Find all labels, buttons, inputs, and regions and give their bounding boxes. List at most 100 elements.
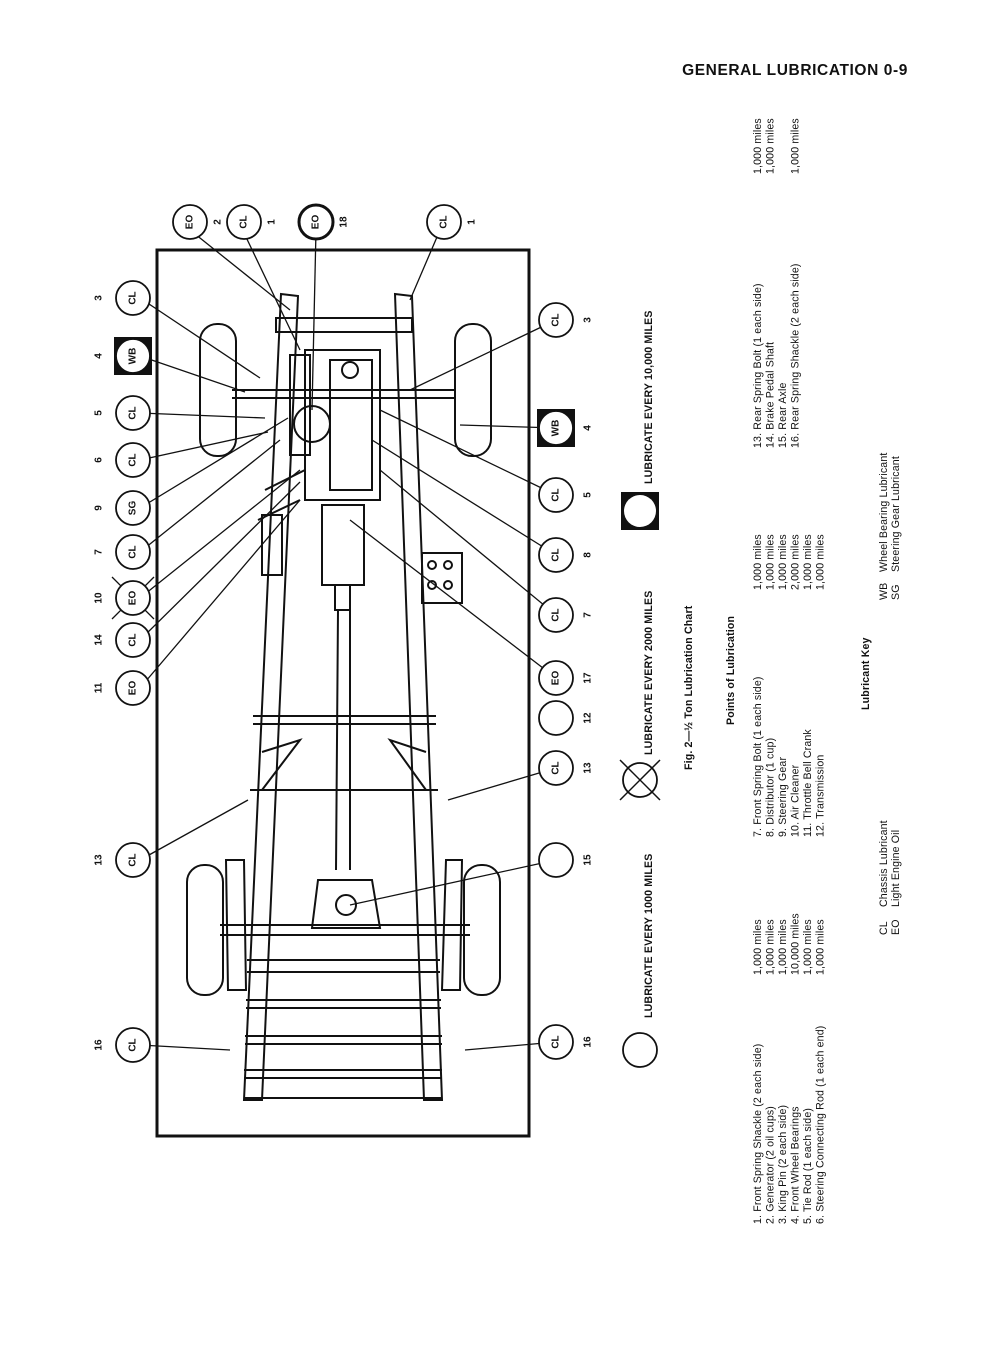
legend-10000-symbol (621, 492, 659, 530)
callout-number: 17 (583, 672, 594, 684)
diagram-frame (155, 248, 531, 1138)
callout-code: CL (128, 291, 139, 304)
point-miles: 1,000 miles (814, 919, 827, 975)
callout-number: 1 (267, 219, 278, 225)
callout-2-eo: EO 2 (172, 204, 224, 240)
point-miles: 1,000 miles (764, 534, 777, 590)
callout-code: EO (551, 671, 562, 686)
page-header: GENERAL LUBRICATION 0-9 (682, 62, 908, 79)
callout-number: 15 (583, 854, 594, 866)
callout-number: 6 (94, 457, 105, 463)
callout-4-wb: WB 4 (537, 409, 594, 447)
callout-code: CL (128, 633, 139, 646)
callout-code: CL (128, 545, 139, 558)
legend-10000-label: LUBRICATE EVERY 10,000 MILES (643, 310, 655, 484)
callout-code: SG (128, 501, 139, 516)
callout-number: 14 (94, 634, 105, 646)
point-label: 9. Steering Gear (777, 756, 789, 837)
callout-14-cl: CL 14 (94, 622, 151, 658)
callout-code: CL (128, 406, 139, 419)
point-miles: 1,000 miles (777, 534, 789, 590)
callout-code: CL (551, 313, 562, 326)
point-miles: 10,000 miles (789, 913, 802, 975)
point-label: 11. Throttle Bell Crank (802, 729, 814, 837)
callout-16-cl: CL 16 (94, 1027, 151, 1063)
point-miles: 1,000 miles (752, 919, 764, 975)
callout-16-cl: CL 16 (538, 1024, 594, 1060)
key-code: CL (878, 921, 890, 935)
callout-number: 7 (583, 612, 594, 618)
key-code: WB (878, 582, 890, 600)
callout-group: CL3WB4CL5CL6SG9CL7EO10CL14EO11CL13CL16EO… (94, 203, 594, 1063)
legend-2000-symbol (619, 759, 661, 801)
callout-code: CL (239, 215, 250, 228)
callout-6-cl: CL6 (94, 442, 151, 478)
callout-number: 11 (94, 682, 105, 693)
callout-code: CL (128, 1038, 139, 1051)
callout-17-eo: EO 17 (538, 660, 594, 696)
legend-1000-label: LUBRICATE EVERY 1000 MILES (643, 853, 655, 1018)
key-code: EO (890, 919, 902, 935)
callout-number: 4 (583, 425, 594, 431)
callout-code: CL (551, 608, 562, 621)
point-miles: 1,000 miles (752, 534, 764, 590)
key-name: Light Engine Oil (890, 829, 902, 907)
callout-number: 18 (339, 216, 350, 228)
chassis-drawing (186, 292, 501, 1101)
callout-number: 3 (94, 295, 105, 301)
callout-number: 12 (583, 712, 594, 724)
callout-18-eo: EO 18 (297, 203, 350, 241)
point-miles: 1,000 miles (764, 919, 777, 975)
point-miles: 1,000 miles (789, 118, 802, 174)
callout-1-cl: CL 1 (226, 204, 278, 240)
callout-number: 7 (94, 549, 105, 555)
legend-1000-symbol (622, 1032, 658, 1068)
callout-number: 9 (94, 505, 105, 511)
point-label: 5. Tie Rod (1 each side) (802, 1107, 814, 1224)
point-label: 6. Steering Connecting Rod (1 each end) (814, 1025, 827, 1224)
callout-code: CL (551, 488, 562, 501)
key-name: Wheel Bearing Lubricant (878, 452, 890, 572)
callout-code: CL (551, 548, 562, 561)
callout-code: EO (128, 681, 139, 696)
point-miles: 1,000 miles (777, 919, 789, 975)
callout-5-cl: CL 5 (94, 395, 151, 431)
point-label: 2. Generator (2 oil cups) (764, 1106, 777, 1224)
callout-number: 5 (94, 410, 105, 416)
callout-number: 16 (94, 1039, 105, 1051)
point-miles: 1,000 miles (752, 118, 764, 174)
callout-code: CL (551, 1035, 562, 1048)
callout-code: WB (551, 420, 562, 437)
point-label: 7. Front Spring Bolt (1 each side) (752, 676, 764, 837)
point-miles: 1,000 miles (764, 118, 777, 174)
key-heading: Lubricant Key (860, 637, 872, 710)
callout-number: 5 (583, 492, 594, 498)
point-label: 16. Rear Spring Shackle (2 each side) (789, 263, 802, 448)
key-code: SG (890, 584, 902, 600)
point-label: 1. Front Spring Shackle (2 each side) (752, 1043, 764, 1224)
callout-number: 16 (583, 1036, 594, 1048)
callout-number: 2 (213, 219, 224, 225)
callout-code: EO (311, 215, 322, 230)
callout-number: 10 (94, 592, 105, 604)
callout-code: CL (128, 853, 139, 866)
point-label: 3. King Pin (2 each side) (777, 1104, 789, 1224)
figure-caption: Fig. 2—½ Ton Lubrication Chart (683, 605, 695, 770)
point-miles: 2,000 miles (789, 534, 802, 590)
callout-5-cl: CL 5 (538, 477, 594, 513)
points-heading: Points of Lubrication (725, 615, 737, 725)
callout-number: 13 (94, 854, 105, 866)
callout-code: EO (185, 215, 196, 230)
callout-number: 4 (94, 353, 105, 359)
callout-13-cl: CL 13 (94, 842, 151, 878)
point-label: 15. Rear Axle (777, 382, 789, 448)
key-name: Steering Gear Lubricant (890, 456, 902, 572)
callout-12: 12 (538, 700, 594, 736)
callout-4-wb: WB4 (94, 337, 152, 375)
callout-code: CL (551, 761, 562, 774)
